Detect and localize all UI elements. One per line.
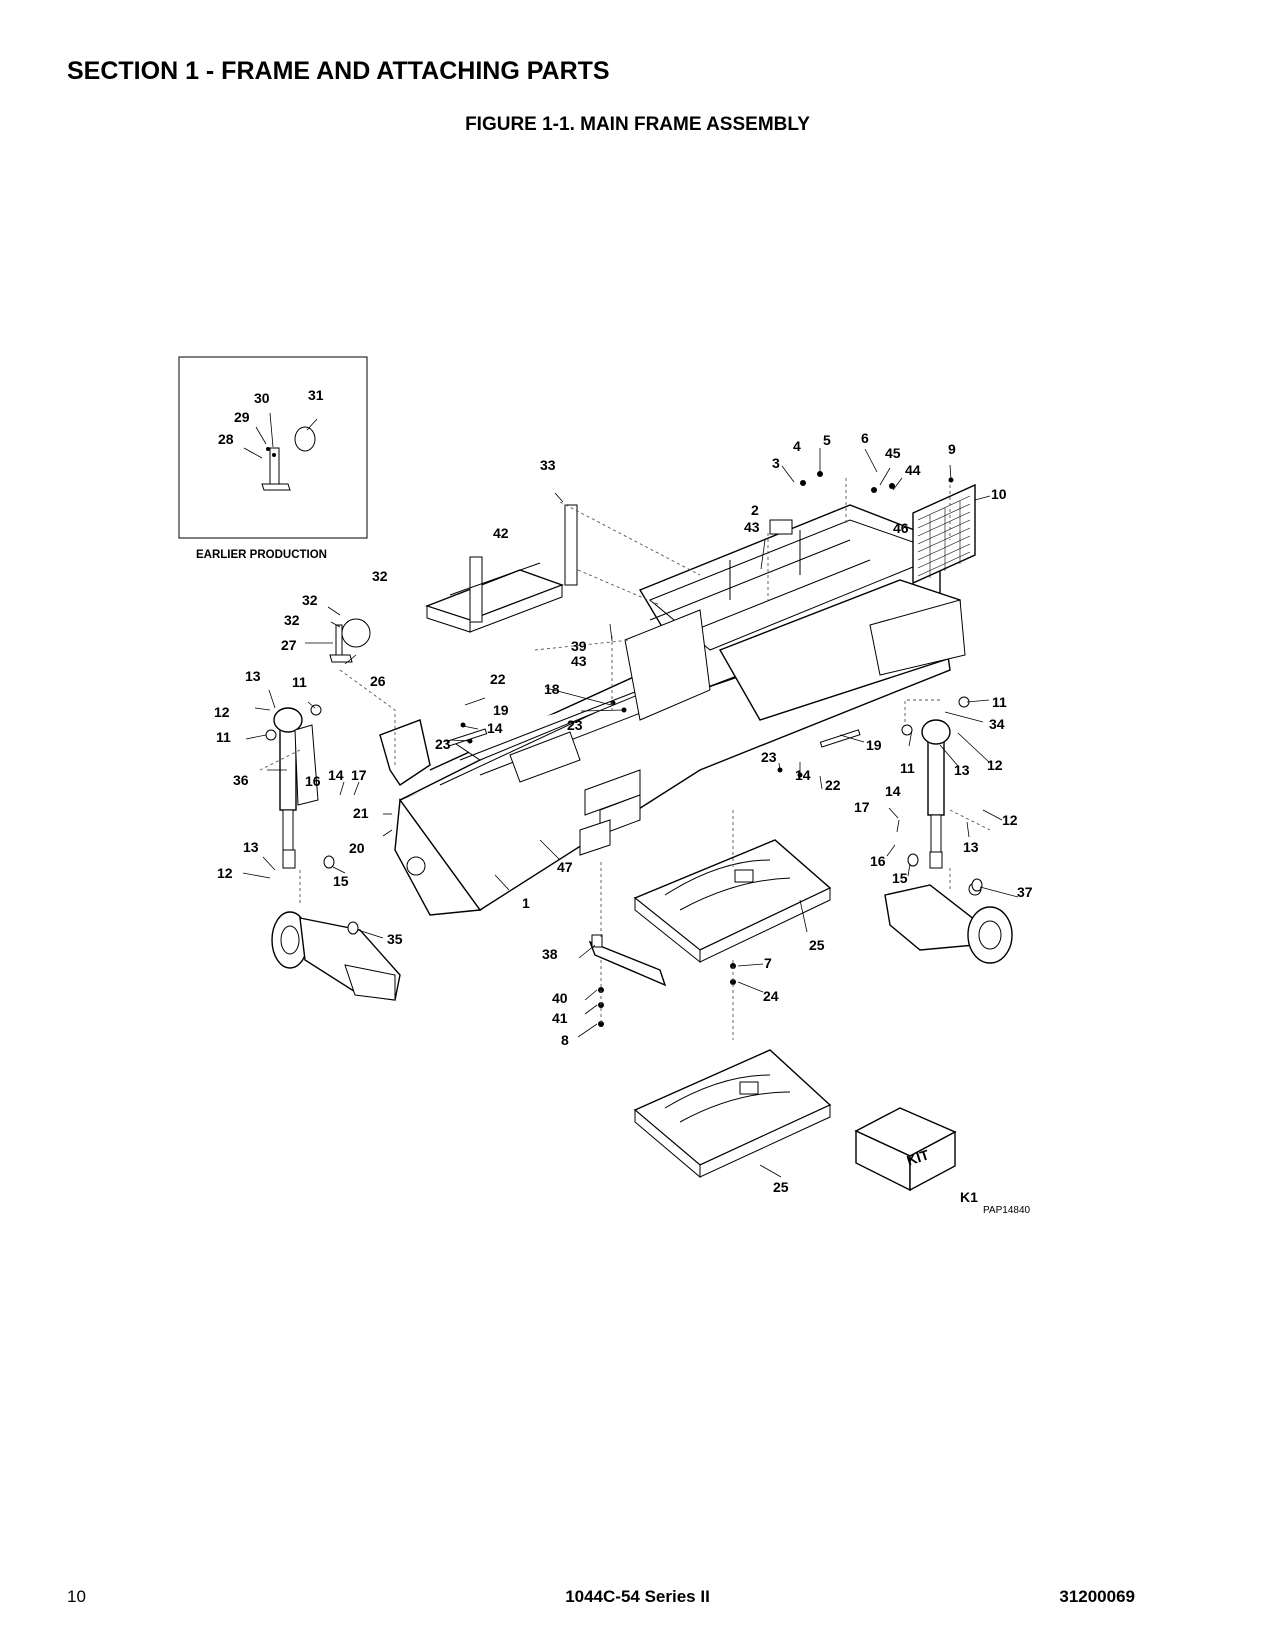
callout-33: 33 — [540, 457, 556, 473]
callout-14-center-right: 14 — [795, 767, 811, 783]
callout-23-left: 23 — [435, 736, 451, 752]
callout-30: 30 — [254, 390, 270, 406]
earlier-production-inset — [178, 356, 368, 539]
callout-22-left: 22 — [490, 671, 506, 687]
callout-25-upper: 25 — [809, 937, 825, 953]
callout-18: 18 — [544, 681, 560, 697]
callout-13-left-lower: 13 — [243, 839, 259, 855]
callout-17-left: 17 — [351, 767, 367, 783]
callout-25-lower: 25 — [773, 1179, 789, 1195]
callout-2: 2 — [751, 502, 759, 518]
kit-box-part-k1: KIT — [854, 1107, 957, 1192]
callout-12-right-lower: 12 — [1002, 812, 1018, 828]
callout-17-right: 17 — [854, 799, 870, 815]
callout-13-right-upper: 13 — [954, 762, 970, 778]
callout-42: 42 — [493, 525, 509, 541]
callout-14-right: 14 — [885, 783, 901, 799]
callout-34: 34 — [989, 716, 1005, 732]
callout-45: 45 — [885, 445, 901, 461]
callout-21: 21 — [353, 805, 369, 821]
callout-14-center-left: 14 — [487, 720, 503, 736]
callout-11-right-lower: 11 — [900, 760, 915, 776]
callout-1: 1 — [522, 895, 530, 911]
left-wheel-hub-part-35 — [271, 911, 401, 1001]
callout-9: 9 — [948, 441, 956, 457]
counterweight-tray-lower-part-25 — [633, 1049, 832, 1179]
counterweight-tray-upper-part-25 — [633, 839, 832, 964]
drawing-number: PAP14840 — [983, 1205, 1031, 1216]
callout-23-right: 23 — [761, 749, 777, 765]
callout-26: 26 — [370, 673, 386, 689]
callout-5: 5 — [823, 432, 831, 448]
section-title: SECTION 1 - FRAME AND ATTACHING PARTS — [67, 57, 610, 85]
page-number: 10 — [67, 1587, 86, 1606]
callout-8: 8 — [561, 1032, 569, 1048]
callout-k1: K1 — [960, 1189, 978, 1205]
callout-28: 28 — [218, 431, 234, 447]
callout-19-right: 19 — [866, 737, 882, 753]
callout-31: 31 — [308, 387, 324, 403]
callout-32-lower: 32 — [284, 612, 300, 628]
callout-13-right-lower: 13 — [963, 839, 979, 855]
callout-12-right-upper: 12 — [987, 757, 1003, 773]
assembly-dashed-lines — [259, 478, 991, 1040]
callout-4: 4 — [793, 438, 801, 454]
callout-36: 36 — [233, 772, 249, 788]
callout-11-right-upper: 11 — [992, 694, 1007, 710]
callout-7: 7 — [764, 955, 772, 971]
bracket-part-38 — [588, 934, 667, 987]
right-wheel-hub-part-37 — [884, 882, 1013, 964]
callout-38: 38 — [542, 946, 558, 962]
callout-15-left: 15 — [333, 873, 349, 889]
callout-43-upper: 43 — [744, 519, 760, 535]
callout-leader-lines — [242, 448, 1019, 1178]
callout-15-right: 15 — [892, 870, 908, 886]
hardware-parts — [265, 471, 983, 1027]
callout-41: 41 — [552, 1010, 568, 1026]
left-cylinder-part-36 — [273, 707, 319, 869]
callout-37: 37 — [1017, 884, 1033, 900]
callout-11-left-upper: 11 — [292, 674, 307, 690]
callout-27: 27 — [281, 637, 297, 653]
main-frame-body — [379, 504, 966, 916]
callout-labels: 1 2 3 4 5 6 7 8 9 10 11 11 11 11 12 12 1… — [214, 387, 1033, 1205]
callout-44: 44 — [905, 462, 921, 478]
callout-23-center: 23 — [567, 717, 583, 733]
callout-12-left-upper: 12 — [214, 704, 230, 720]
callout-13-left-upper: 13 — [245, 668, 261, 684]
callout-47: 47 — [557, 859, 573, 875]
footer-model: 1044C-54 Series II — [565, 1587, 710, 1606]
callout-10: 10 — [991, 486, 1007, 502]
callout-29: 29 — [234, 409, 250, 425]
callout-32-upper: 32 — [302, 592, 318, 608]
callout-16-left: 16 — [305, 773, 321, 789]
callout-24: 24 — [763, 988, 779, 1004]
callout-35: 35 — [387, 931, 403, 947]
platform-part-42 — [424, 504, 578, 633]
callout-14-left: 14 — [328, 767, 344, 783]
callout-3: 3 — [772, 455, 780, 471]
callout-20: 20 — [349, 840, 365, 856]
callout-39: 39 — [571, 638, 587, 654]
callout-19-left: 19 — [493, 702, 509, 718]
right-cylinder — [921, 719, 951, 869]
callout-12-left-lower: 12 — [217, 865, 233, 881]
callout-43-lower: 43 — [571, 653, 587, 669]
callout-11-left-lower: 11 — [216, 729, 231, 745]
grille-part-10 — [912, 483, 976, 585]
inset-caption: EARLIER PRODUCTION — [196, 549, 327, 561]
kit-box-text: KIT — [905, 1146, 932, 1168]
callout-22-right: 22 — [825, 777, 841, 793]
callout-16-right: 16 — [870, 853, 886, 869]
footer-doc-number: 31200069 — [1059, 1587, 1135, 1606]
figure-title: FIGURE 1-1. MAIN FRAME ASSEMBLY — [465, 114, 810, 135]
callout-6: 6 — [861, 430, 869, 446]
callout-46: 46 — [893, 520, 909, 536]
callout-32-disc: 32 — [372, 568, 388, 584]
callout-40: 40 — [552, 990, 568, 1006]
